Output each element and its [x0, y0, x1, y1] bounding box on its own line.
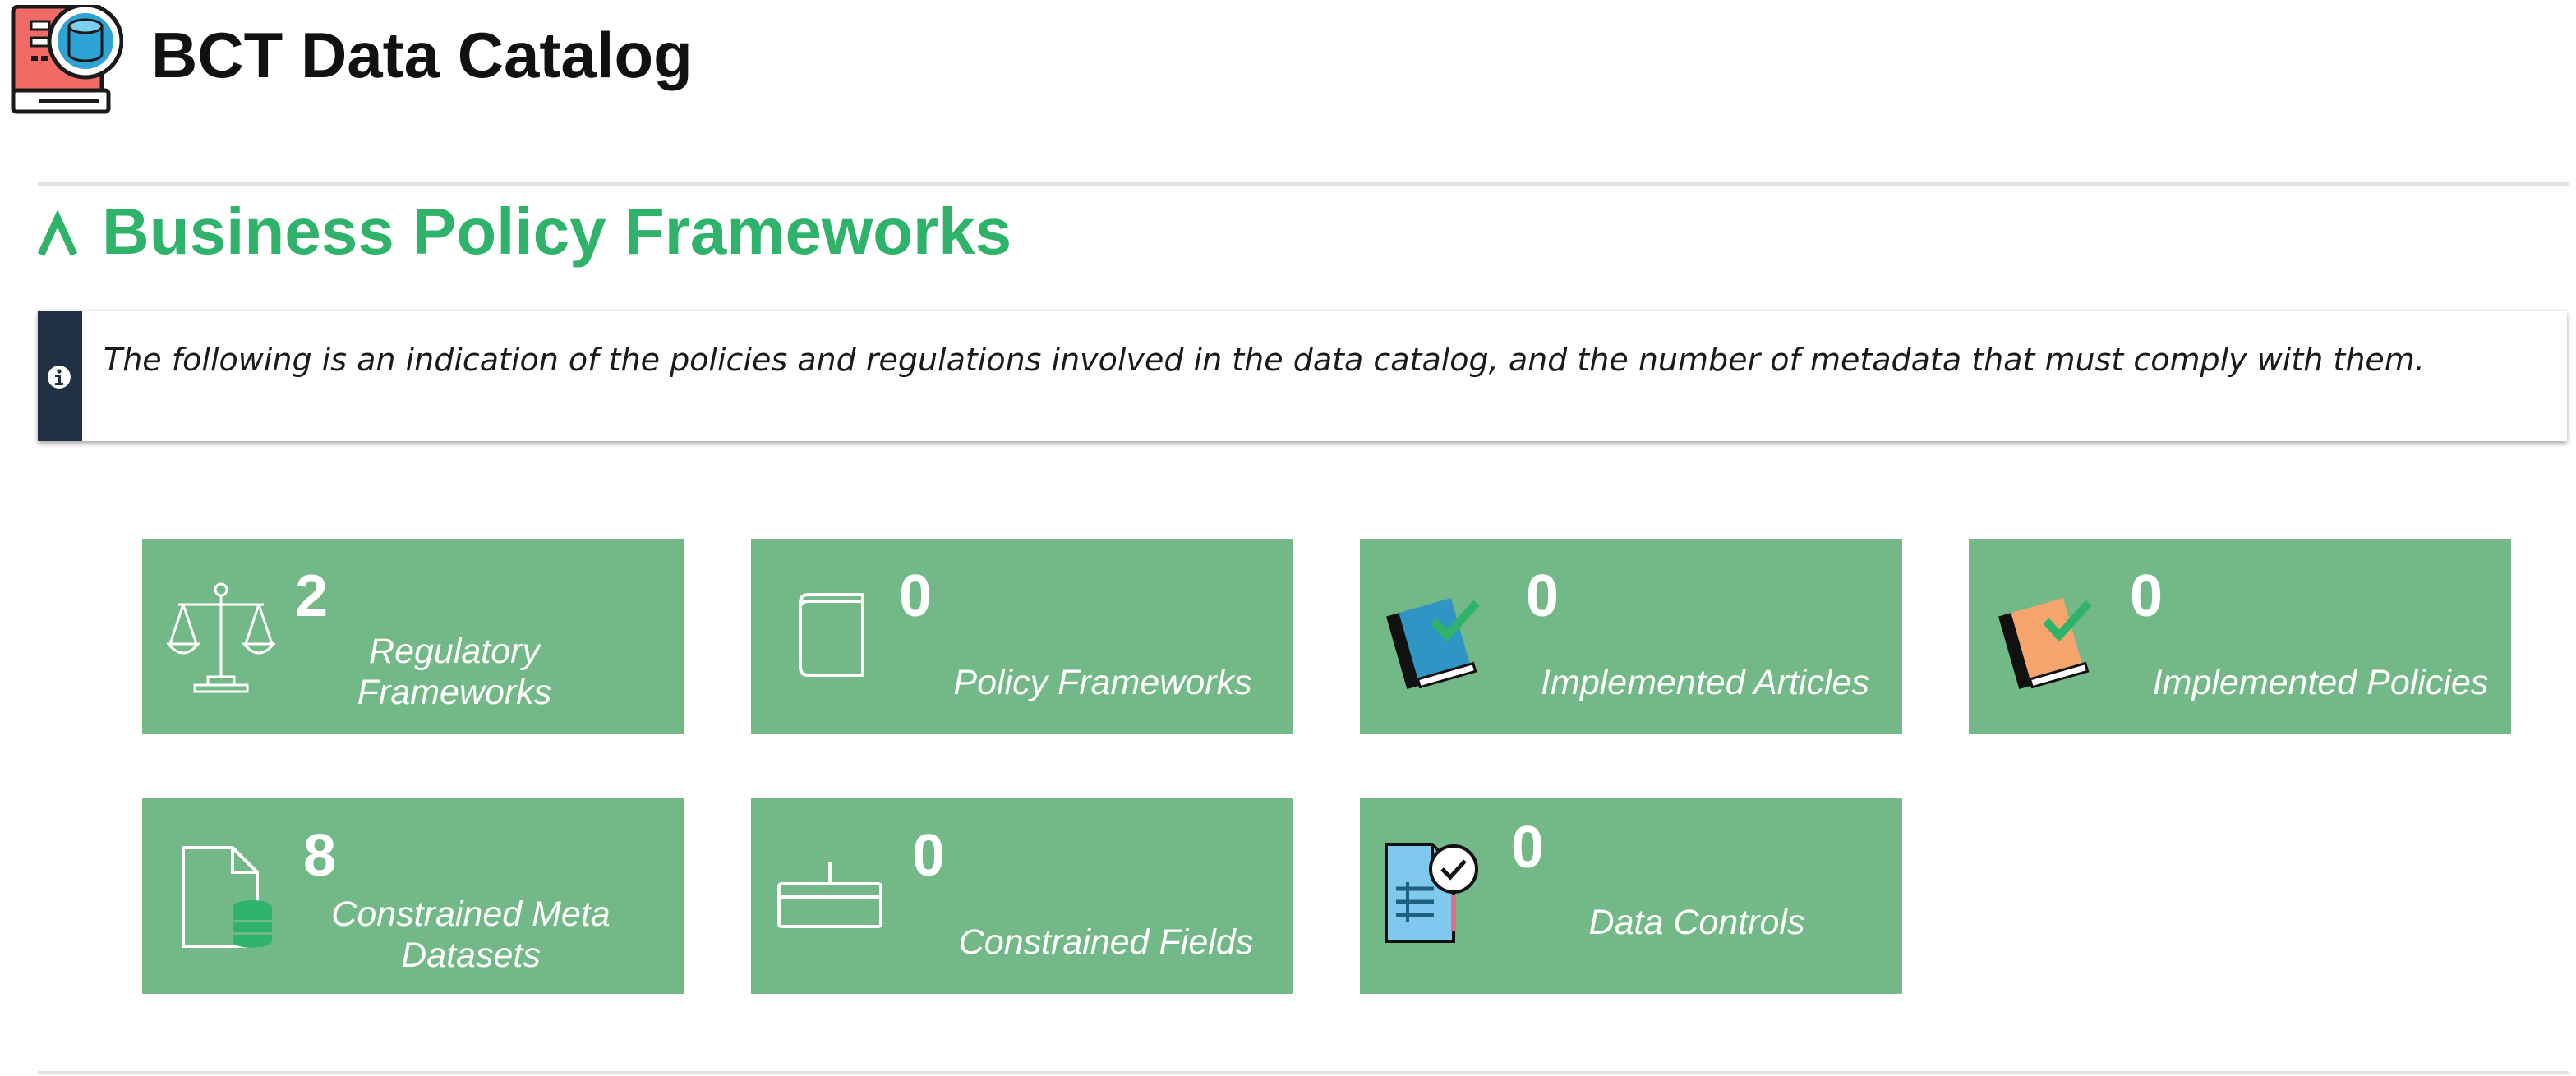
- scales-icon: [167, 582, 275, 693]
- info-text: The following is an indication of the po…: [104, 342, 2425, 378]
- card-constrained-fields[interactable]: 0 Constrained Fields: [751, 798, 1293, 994]
- card-count: 8: [303, 823, 337, 889]
- card-count: 2: [295, 563, 329, 629]
- card-count: 0: [912, 823, 946, 889]
- card-count: 0: [1526, 563, 1560, 629]
- info-banner: The following is an indication of the po…: [38, 310, 2567, 441]
- card-count: 0: [899, 563, 933, 629]
- card-data-controls[interactable]: 0 Data Controls: [1360, 798, 1902, 994]
- chevron-up-icon[interactable]: [36, 210, 79, 260]
- app-title: BCT Data Catalog: [151, 19, 693, 91]
- card-label: Data Controls: [1588, 903, 1805, 942]
- card-count: 0: [2130, 563, 2164, 629]
- blue-book-check-icon: [1386, 598, 1480, 690]
- card-label: Constrained Fields: [958, 922, 1254, 962]
- data-catalog-book-icon: [11, 5, 123, 114]
- info-icon: [48, 366, 71, 389]
- card-implemented-articles[interactable]: 0 Implemented Articles: [1360, 539, 1902, 734]
- file-database-icon: [182, 846, 274, 948]
- document-magnifier-icon: [1385, 843, 1478, 943]
- orange-book-check-icon: [1998, 598, 2092, 690]
- card-policy-frameworks[interactable]: 0 Policy Frameworks: [751, 539, 1293, 734]
- card-count: 0: [1511, 815, 1545, 881]
- card-label: Regulatory Frameworks: [357, 632, 552, 712]
- field-input-icon: [777, 862, 882, 928]
- section-title: Business Policy Frameworks: [102, 195, 1012, 268]
- card-label: Implemented Articles: [1541, 663, 1869, 702]
- card-label: Policy Frameworks: [953, 663, 1252, 702]
- divider: [38, 182, 2569, 186]
- card-label: Implemented Policies: [2152, 663, 2489, 702]
- book-outline-icon: [799, 593, 864, 677]
- card-label: Constrained Meta Datasets: [331, 894, 611, 975]
- card-implemented-policies[interactable]: 0 Implemented Policies: [1969, 539, 2511, 734]
- divider: [38, 1071, 2569, 1074]
- card-constrained-meta-datasets[interactable]: 8 Constrained Meta Datasets: [142, 798, 684, 994]
- card-regulatory-frameworks[interactable]: 2 Regulatory Frameworks: [142, 539, 684, 734]
- info-stripe: [38, 311, 82, 441]
